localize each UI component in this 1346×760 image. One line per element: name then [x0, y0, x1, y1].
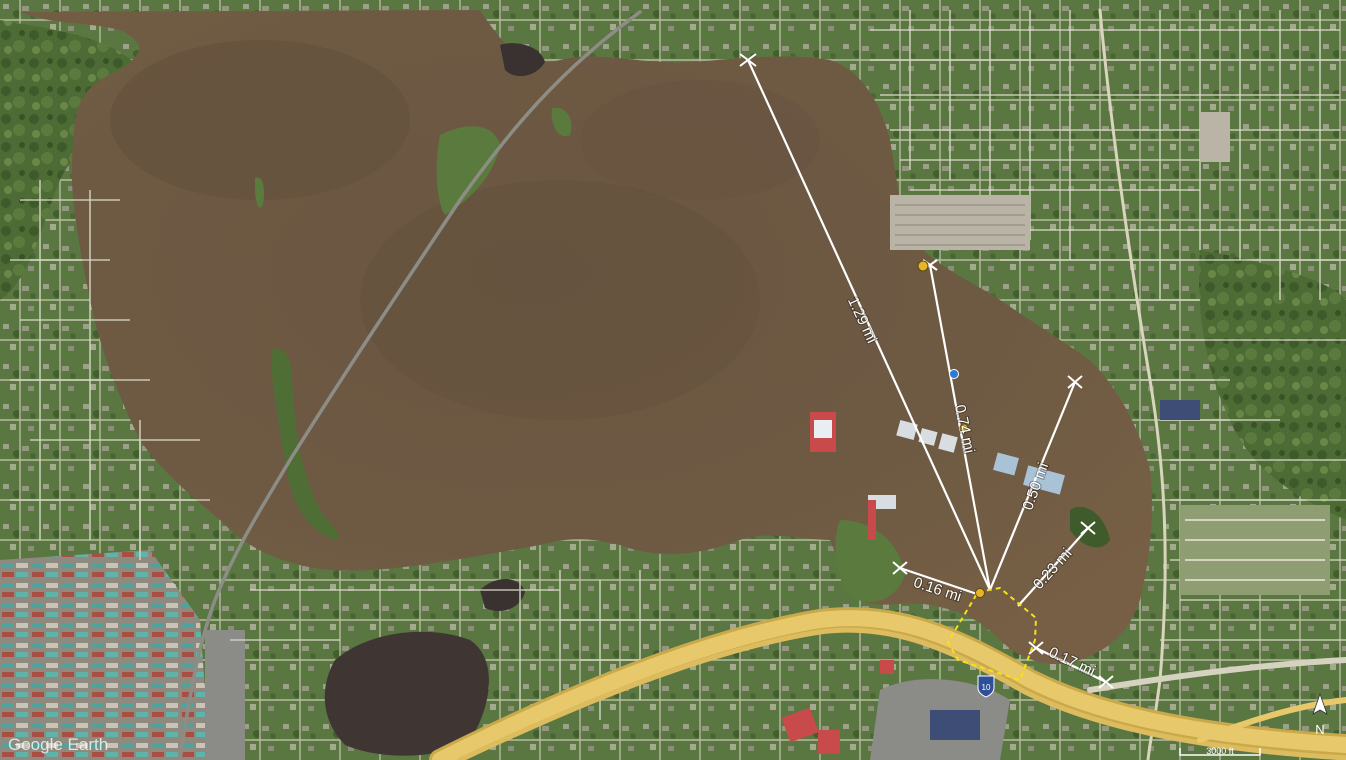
placemark-pin-north[interactable]: [917, 260, 929, 272]
scale-bar-label: 3000 ft: [1206, 746, 1234, 756]
placemark-pin-blue[interactable]: [949, 369, 959, 379]
compass-icon[interactable]: N: [1312, 692, 1328, 737]
measurement-lines: [739, 53, 1114, 689]
interstate-10: [429, 607, 1346, 760]
island-long: [271, 348, 340, 540]
small-lake: [324, 631, 489, 756]
measure-line-3: [988, 381, 1077, 591]
google-earth-logo: Google Earth: [8, 735, 108, 754]
docks: [781, 412, 1065, 754]
residential-subdivision: [1180, 505, 1330, 595]
industrial-area: [0, 550, 210, 760]
placemark-pin-south[interactable]: [975, 588, 985, 598]
forest-area: [1199, 250, 1346, 520]
railroad-causeway: [178, 10, 642, 760]
measure-line-6: [1035, 647, 1107, 683]
compass-label: N: [1315, 722, 1324, 737]
scale-bar: 3000 ft: [1179, 746, 1261, 756]
measured-polygon: [946, 586, 1038, 682]
rv-park: [890, 195, 1030, 250]
island-north: [436, 126, 500, 215]
highway-shield-number: 10: [982, 683, 991, 692]
measure-line-1: [746, 59, 992, 591]
measure-line-4: [1017, 527, 1089, 607]
measure-line-5: [899, 566, 981, 597]
highway-shield: 10: [977, 675, 995, 698]
placemark-pin-mid[interactable]: [959, 423, 969, 433]
